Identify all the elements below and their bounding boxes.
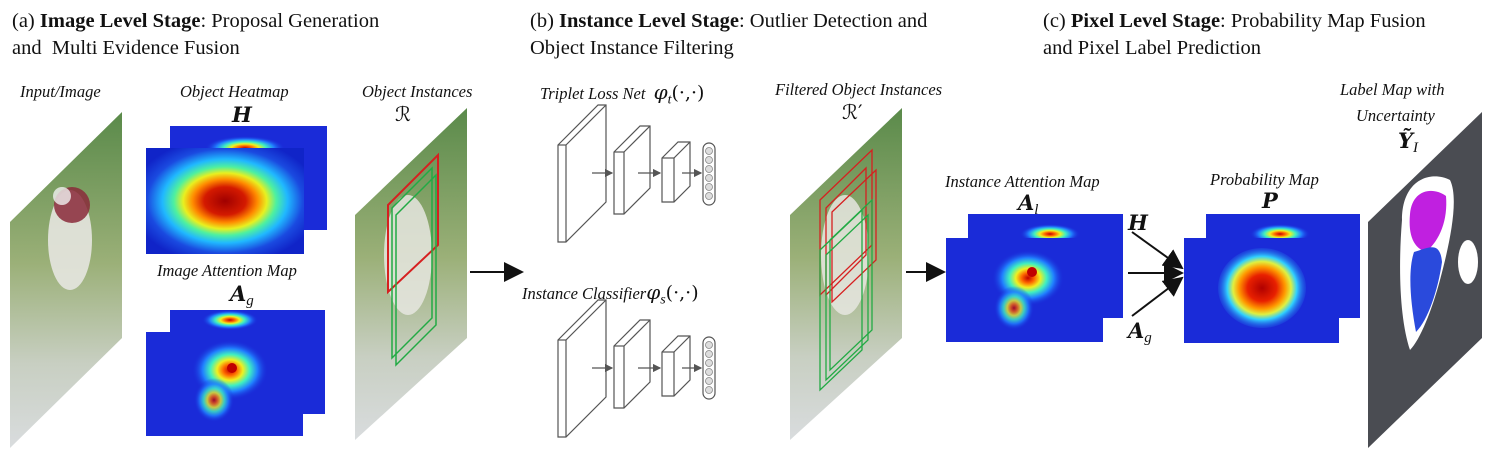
triplet-output-nodes <box>705 147 713 200</box>
filtered-instances-image <box>790 108 902 440</box>
fusion-a-main: A <box>1128 318 1145 343</box>
triplet-sub: t <box>667 92 672 108</box>
classifier-args: (·,·) <box>665 282 699 304</box>
label-map-symbol: ỸI <box>1398 128 1418 157</box>
stage-c-title: (c) Pixel Level Stage: Probability Map F… <box>1043 8 1426 34</box>
stage-a-line2: and Multi Evidence Fusion <box>12 37 240 59</box>
stage-c-prefix: (c) <box>1043 10 1071 32</box>
filtered-instances-label: Filtered Object Instances <box>775 80 943 99</box>
instance-attention-symbol-sub: l <box>1034 202 1039 219</box>
label-map-line2: Uncertainty <box>1356 106 1435 125</box>
instance-attention-symbol: Al <box>1018 190 1038 219</box>
stage-b-bold: Instance Level Stage <box>559 10 739 32</box>
stage-a-bold: Image Level Stage <box>39 10 201 32</box>
object-heatmap-symbol: H <box>232 102 252 127</box>
instance-attention-symbol-main: A <box>1018 190 1035 215</box>
stage-a-prefix: (a) <box>12 10 40 32</box>
stage-b-title: (b) Instance Level Stage: Outlier Detect… <box>530 8 927 34</box>
classifier-output-nodes <box>705 341 713 394</box>
stage-b-rest: : Outlier Detection and <box>738 10 928 32</box>
image-attention-symbol-main: A <box>230 281 247 306</box>
probability-map-label: Probability Map <box>1210 170 1319 189</box>
stage-a-title: (a) Image Level Stage: Proposal Generati… <box>12 8 379 34</box>
filtered-instances-symbol: ℛ′ <box>842 100 863 124</box>
stage-c-rest: : Probability Map Fusion <box>1220 10 1426 32</box>
label-map-image <box>1368 112 1482 448</box>
classifier-sub: s <box>660 292 666 308</box>
instance-classifier-label: Instance Classifierφs(·,·) <box>522 280 699 308</box>
classifier-symbol: φ <box>646 280 661 304</box>
image-attention-symbol-sub: g <box>246 293 254 310</box>
instance-attention-map-label: Instance Attention Map <box>945 172 1100 191</box>
object-heatmap <box>146 126 327 254</box>
triplet-loss-net-diagram <box>557 104 716 243</box>
object-instances-image <box>355 108 467 440</box>
label-map-symbol-sub: I <box>1413 140 1418 157</box>
stage-c-bold: Pixel Level Stage <box>1070 10 1221 32</box>
triplet-symbol: φ <box>653 80 668 104</box>
instance-attention-map <box>946 214 1123 342</box>
stage-c-line2: and Pixel Label Prediction <box>1043 37 1262 59</box>
stage-b-line2: Object Instance Filtering <box>530 37 734 59</box>
label-map-symbol-main: Ỹ <box>1398 128 1413 153</box>
fusion-a-symbol: Ag <box>1128 318 1152 347</box>
fusion-h-symbol: H <box>1128 210 1148 235</box>
object-instances-label: Object Instances <box>362 82 473 101</box>
image-attention-map <box>146 310 325 436</box>
instance-classifier-diagram <box>557 299 716 438</box>
triplet-loss-label: Triplet Loss Net φt(·,·) <box>540 80 704 108</box>
triplet-loss-text: Triplet Loss Net <box>540 84 646 103</box>
fusion-arrows <box>1128 231 1184 317</box>
input-image <box>10 112 122 448</box>
fusion-a-sub: g <box>1144 330 1152 347</box>
image-attention-map-label: Image Attention Map <box>157 261 297 280</box>
image-attention-symbol: Ag <box>230 281 254 310</box>
input-image-label: Input/Image <box>20 82 101 101</box>
stage-b-prefix: (b) <box>530 10 560 32</box>
triplet-args: (·,·) <box>671 82 705 104</box>
probability-map <box>1184 214 1360 343</box>
stage-a-rest: : Proposal Generation <box>200 10 380 32</box>
probability-symbol: P <box>1262 188 1278 213</box>
instance-classifier-text: Instance Classifier <box>522 284 647 303</box>
object-instances-symbol: ℛ <box>395 102 411 126</box>
label-map-line1: Label Map with <box>1340 80 1445 99</box>
object-heatmap-label: Object Heatmap <box>180 82 289 101</box>
